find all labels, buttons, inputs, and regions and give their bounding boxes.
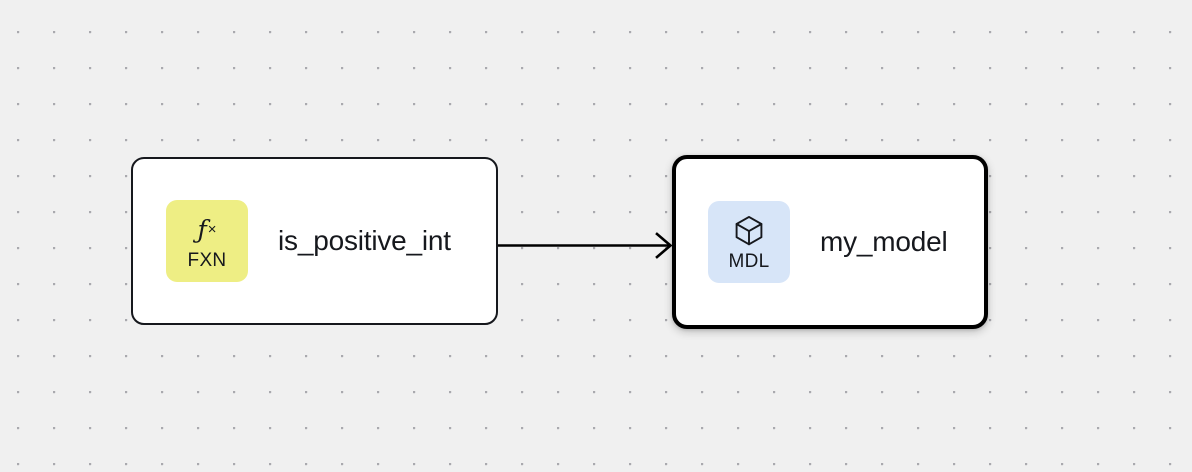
- node-type-badge-label: MDL: [728, 251, 770, 272]
- node-my-model[interactable]: MDL my_model: [672, 155, 988, 329]
- node-type-badge-fxn: ƒ× FXN: [166, 200, 248, 282]
- node-is-positive-int[interactable]: ƒ× FXN is_positive_int: [131, 157, 498, 325]
- function-fx-icon: ƒ×: [197, 214, 217, 244]
- cube-icon: [734, 213, 764, 247]
- node-title: is_positive_int: [278, 225, 451, 256]
- node-type-badge-mdl: MDL: [708, 201, 790, 283]
- edge-arrowhead-icon: [655, 232, 673, 259]
- node-type-badge-label: FXN: [187, 250, 227, 271]
- node-title: my_model: [820, 226, 948, 257]
- edge-fxn-to-mdl[interactable]: [497, 232, 673, 259]
